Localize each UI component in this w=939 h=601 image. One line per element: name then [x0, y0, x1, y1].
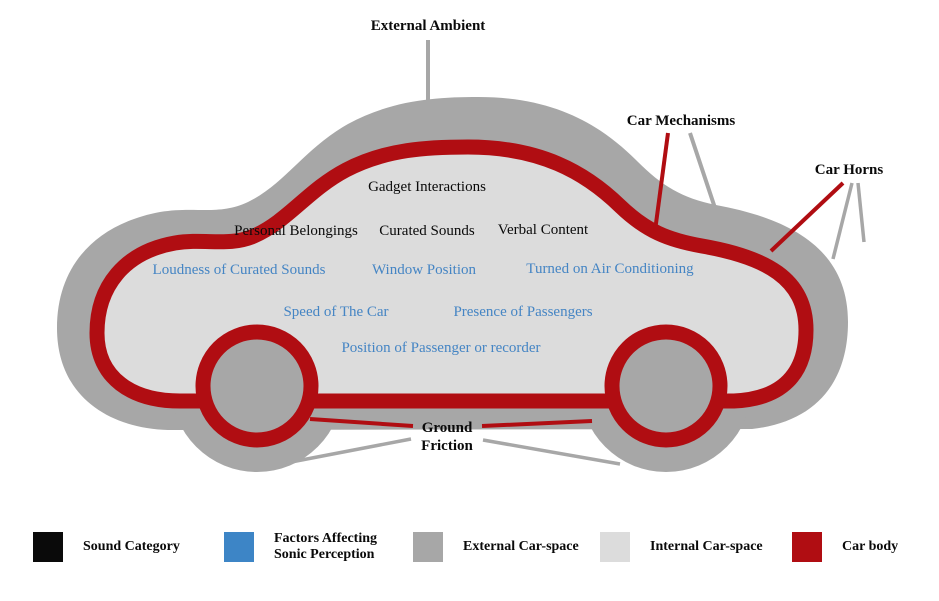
car-mechanisms-line-red: [653, 132, 670, 232]
legend-item-sound-category: Sound Category: [33, 530, 180, 564]
label-position-of-passenger-or-recorder: Position of Passenger or recorder: [341, 340, 541, 356]
ground-friction-line-red-left: [309, 417, 414, 428]
label-ground-friction-line2: Friction: [421, 438, 473, 454]
car-mechanisms-line-gray: [688, 132, 719, 215]
wheel-right: [604, 324, 728, 448]
leader-lines: [285, 40, 866, 466]
legend-item-factors: Factors Affecting Sonic Perception: [224, 530, 402, 564]
label-window-position: Window Position: [372, 262, 476, 278]
legend-swatch-external-car-space: [413, 532, 443, 562]
legend-swatch-sound-category: [33, 532, 63, 562]
legend-item-external-car-space: External Car-space: [413, 530, 579, 564]
legend-swatch-internal-car-space: [600, 532, 630, 562]
car-horns-line-gray-2: [856, 182, 866, 243]
label-personal-belongings: Personal Belongings: [234, 223, 358, 239]
label-ground-friction-line1: Ground: [421, 420, 473, 436]
legend-swatch-factors: [224, 532, 254, 562]
legend-label-external-car-space: External Car-space: [463, 539, 579, 554]
ground-friction-line-gray-left: [285, 437, 412, 465]
label-speed-of-the-car: Speed of The Car: [283, 304, 389, 320]
label-car-horns: Car Horns: [814, 162, 884, 178]
car-horns-line-gray-1: [831, 182, 854, 260]
car-horns-line-red: [769, 181, 845, 253]
ground-friction-line-red-right: [481, 419, 593, 428]
label-verbal-content: Verbal Content: [497, 222, 589, 238]
label-gadget-interactions: Gadget Interactions: [368, 179, 486, 195]
legend-item-car-body: Car body: [792, 530, 898, 564]
label-loudness-of-curated-sounds: Loudness of Curated Sounds: [152, 262, 326, 278]
legend-label-car-body: Car body: [842, 539, 899, 554]
label-external-ambient: External Ambient: [370, 18, 486, 34]
legend-swatch-car-body: [792, 532, 822, 562]
legend-label-sound-category: Sound Category: [83, 539, 180, 554]
label-car-mechanisms: Car Mechanisms: [626, 113, 736, 129]
label-presence-of-passengers: Presence of Passengers: [453, 304, 593, 320]
legend-item-internal-car-space: Internal Car-space: [600, 530, 763, 564]
label-turned-on-air-conditioning: Turned on Air Conditioning: [526, 261, 694, 277]
legend-label-internal-car-space: Internal Car-space: [650, 539, 763, 554]
ground-friction-line-gray-right: [482, 438, 621, 466]
label-curated-sounds: Curated Sounds: [379, 223, 475, 239]
wheel-left: [195, 324, 319, 448]
legend-label-factors: Factors Affecting Sonic Perception: [274, 531, 378, 562]
label-ground-friction: Ground Friction: [421, 419, 473, 455]
